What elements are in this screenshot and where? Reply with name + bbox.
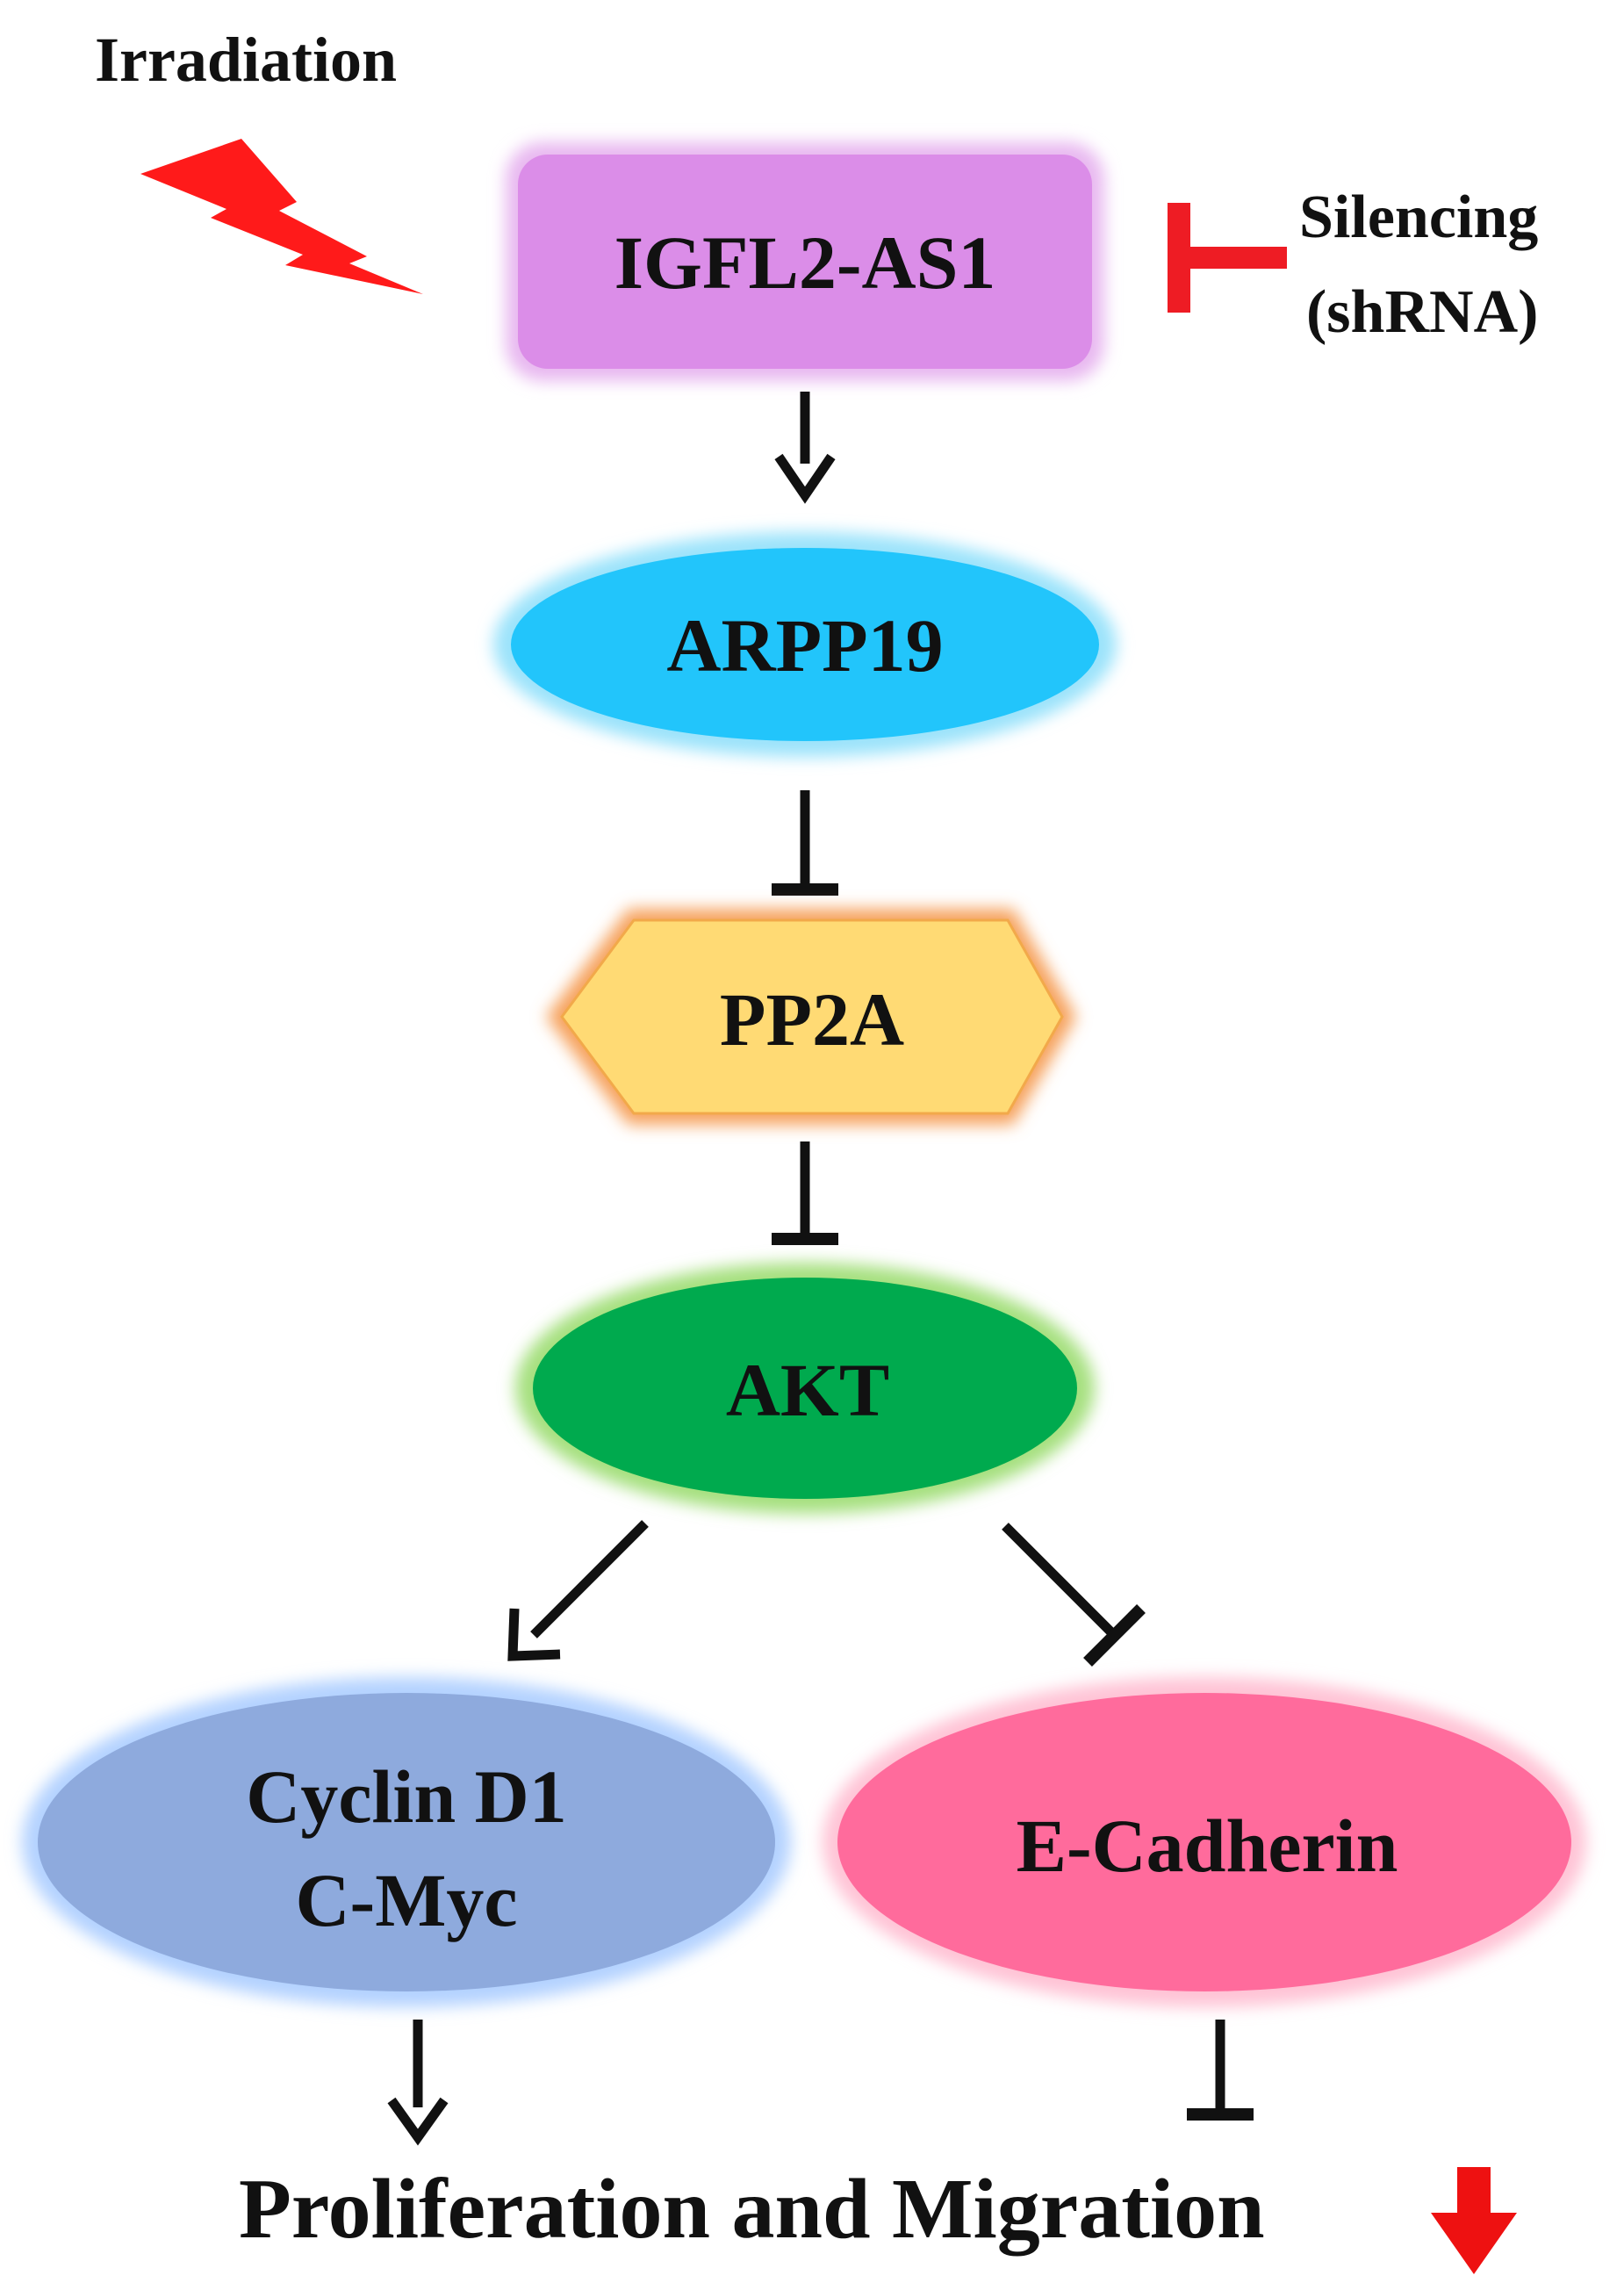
edge-igfl2-to-arpp19	[774, 392, 836, 504]
akt-node: AKT	[515, 1263, 1095, 1514]
inhibitor-stem	[1190, 247, 1287, 269]
pp2a-label: PP2A	[720, 977, 904, 1062]
silencing-inhibitor	[1168, 203, 1287, 313]
edge-pp2a-to-akt	[772, 1141, 838, 1245]
inhibitor-bar	[1168, 203, 1190, 313]
ecadherin-ellipse	[837, 1693, 1571, 1991]
igfl2-as1-box	[518, 155, 1092, 369]
pp2a-hexagon	[560, 918, 1064, 1115]
shrna-label: (shRNA)	[1306, 278, 1538, 346]
akt-label: AKT	[726, 1348, 889, 1432]
outcome-label: Proliferation and Migration	[239, 2162, 1265, 2257]
edge-akt-to-cyclin	[507, 1520, 649, 1661]
cyclin-d1-label: Cyclin D1	[246, 1754, 567, 1839]
igfl2-as1-node: IGFL2-AS1	[506, 142, 1104, 381]
edge-ecadherin-to-outcome	[1187, 2020, 1254, 2121]
down-arrow-icon	[1431, 2167, 1517, 2274]
edge-arpp19-to-pp2a	[772, 790, 838, 896]
arpp19-node: ARPP19	[493, 532, 1117, 757]
igfl2-as1-label: IGFL2-AS1	[614, 220, 996, 305]
cyclin-node: Cyclin D1 C-Myc	[22, 1677, 791, 2007]
pp2a-node: PP2A	[546, 909, 1076, 1125]
cyclin-ellipse	[38, 1693, 775, 1991]
ecadherin-label: E-Cadherin	[1017, 1804, 1398, 1888]
irradiation-label: Irradiation	[95, 25, 397, 95]
edge-cyclin-to-outcome	[387, 2020, 449, 2146]
lightning-bolt-icon	[140, 139, 423, 294]
akt-ellipse	[533, 1278, 1077, 1499]
arpp19-label: ARPP19	[666, 603, 943, 688]
silencing-label: Silencing	[1299, 184, 1538, 251]
ecadherin-node: E-Cadherin	[823, 1677, 1586, 2007]
c-myc-label: C-Myc	[295, 1858, 517, 1942]
edge-akt-to-ecadherin	[1002, 1523, 1146, 1667]
arpp19-ellipse	[511, 548, 1099, 741]
